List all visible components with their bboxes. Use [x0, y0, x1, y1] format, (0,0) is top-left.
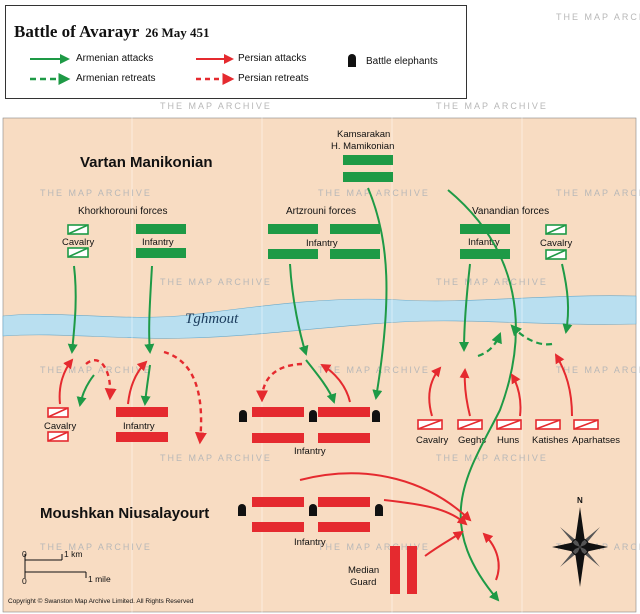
persian-commander: Moushkan Niusalayourt [40, 505, 209, 522]
median-guard-label-1: Median [348, 565, 379, 576]
aparhatses-label: Aparhatses [572, 435, 620, 446]
river-label: Tghmout [185, 311, 239, 327]
elephant-legend-icon [348, 54, 356, 67]
legend-persian-retreats: Persian retreats [238, 73, 309, 84]
svg-text:THE MAP ARCHIVE: THE MAP ARCHIVE [318, 365, 430, 375]
kamsarakan-unit [343, 155, 393, 182]
persian-left-infantry-label: Infantry [123, 421, 155, 432]
armenian-retreat-arrows [477, 324, 553, 358]
svg-text:THE MAP ARCHIVE: THE MAP ARCHIVE [160, 453, 272, 463]
vanandian-infantry-label: Infantry [468, 237, 500, 248]
watermark-stripes [131, 0, 523, 614]
persian-rear-infantry-label: Infantry [294, 537, 326, 548]
svg-text:0: 0 [22, 549, 27, 559]
persian-rear-infantry-unit [252, 497, 370, 532]
svg-text:THE MAP ARCHIVE: THE MAP ARCHIVE [436, 453, 548, 463]
compass-rose: N [552, 496, 608, 587]
battle-elephant-icons [238, 410, 383, 516]
persian-center-infantry-label: Infantry [294, 446, 326, 457]
katishes-label: Katishes [532, 435, 569, 446]
legend-battle-elephants: Battle elephants [366, 56, 438, 67]
vanandian-cavalry-unit [545, 224, 567, 260]
artzrouni-unit [268, 224, 380, 259]
svg-text:THE MAP ARCHIVE: THE MAP ARCHIVE [40, 365, 152, 375]
scale-bar: 0 1 km 0 1 mile [22, 549, 111, 586]
svg-text:THE MAP ARCHIVE: THE MAP ARCHIVE [436, 277, 548, 287]
persian-right-wing-units [417, 419, 599, 430]
kamsarakan-label-1: Kamsarakan [337, 129, 390, 140]
artzrouni-label: Artzrouni forces [286, 206, 356, 217]
legend-persian-attacks: Persian attacks [238, 53, 307, 64]
persian-left-cavalry-unit [47, 407, 69, 442]
svg-text:THE MAP ARCHIVE: THE MAP ARCHIVE [556, 365, 640, 375]
persian-right-cavalry-label: Cavalry [416, 435, 448, 446]
copyright-text: Copyright © Swanston Map Archive Limited… [8, 597, 194, 605]
svg-text:THE MAP ARCHIVE: THE MAP ARCHIVE [436, 101, 548, 111]
svg-text:THE MAP ARCHIVE: THE MAP ARCHIVE [318, 188, 430, 198]
svg-text:1 km: 1 km [64, 549, 82, 559]
geghs-label: Geghs [458, 435, 486, 446]
svg-text:THE MAP ARCHIVE: THE MAP ARCHIVE [160, 277, 272, 287]
svg-text:THE MAP ARCHIVE: THE MAP ARCHIVE [160, 101, 272, 111]
svg-text:THE MAP ARCHIVE: THE MAP ARCHIVE [318, 542, 430, 552]
svg-text:THE MAP ARCHIVE: THE MAP ARCHIVE [40, 188, 152, 198]
median-guard-unit [390, 546, 417, 594]
vanandian-cavalry-label: Cavalry [540, 238, 572, 249]
artzrouni-infantry-label: Infantry [306, 238, 338, 249]
huns-label: Huns [497, 435, 519, 446]
kamsarakan-label-2: H. Mamikonian [331, 141, 394, 152]
legend-armenian-retreats: Armenian retreats [76, 73, 156, 84]
armenian-commander: Vartan Manikonian [80, 154, 213, 171]
svg-text:THE MAP ARCHIVE: THE MAP ARCHIVE [556, 188, 640, 198]
median-guard-label-2: Guard [350, 577, 376, 588]
armenian-attack-arrows [67, 187, 573, 602]
compass-north-label: N [577, 496, 583, 505]
khor-cavalry-label: Cavalry [62, 237, 94, 248]
map-title: Battle of Avarayr 26 May 451 [14, 22, 210, 42]
vanandian-label: Vanandian forces [472, 206, 549, 217]
persian-left-infantry-unit [116, 407, 168, 442]
svg-text:0: 0 [22, 576, 27, 586]
khor-cavalry-unit [67, 224, 89, 258]
persian-left-cavalry-label: Cavalry [44, 421, 76, 432]
legend-panel: Battle of Avarayr 26 May 451 Armenian att… [5, 5, 467, 99]
persian-center-infantry-unit [252, 407, 370, 443]
legend-armenian-attacks: Armenian attacks [76, 53, 154, 64]
persian-retreat-arrows [85, 350, 303, 445]
khor-infantry-label: Infantry [142, 237, 174, 248]
svg-text:1 mile: 1 mile [88, 574, 111, 584]
svg-text:THE MAP ARCHIVE: THE MAP ARCHIVE [556, 12, 640, 22]
khorkhorouni-label: Khorkhorouni forces [78, 206, 168, 217]
khor-infantry-unit [136, 224, 186, 258]
river-tghmout [2, 295, 637, 339]
svg-text:THE MAP ARCHIVE: THE MAP ARCHIVE [40, 542, 152, 552]
legend-symbols [30, 54, 356, 85]
persian-attack-arrows [58, 353, 573, 581]
map-date: 26 May 451 [145, 25, 210, 40]
map-title-text: Battle of Avarayr [14, 22, 140, 41]
